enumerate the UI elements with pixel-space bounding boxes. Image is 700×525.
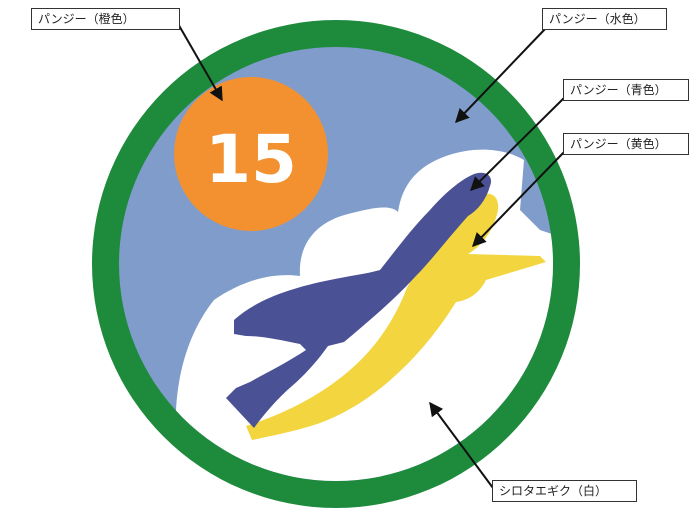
plane-shadow-region bbox=[246, 193, 546, 440]
label-yellow-pansy: パンジー（黄色） bbox=[563, 133, 689, 155]
arrow-blue bbox=[470, 95, 567, 191]
plane-region bbox=[226, 172, 492, 428]
arrow-yellow bbox=[472, 149, 567, 248]
arrow-orange bbox=[176, 21, 223, 102]
sun-disc bbox=[174, 77, 328, 231]
badge-inner: 15 bbox=[119, 47, 553, 481]
label-blue-pansy: パンジー（青色） bbox=[563, 79, 689, 101]
label-light-blue-pansy: パンジー（水色） bbox=[542, 8, 667, 30]
arrow-white bbox=[429, 401, 494, 489]
arrow-light-blue bbox=[455, 27, 547, 124]
label-white-dusty-miller: シロタエギク（白） bbox=[492, 480, 637, 502]
badge-number: 15 bbox=[205, 121, 297, 198]
label-orange-pansy: パンジー（橙色） bbox=[31, 8, 180, 30]
